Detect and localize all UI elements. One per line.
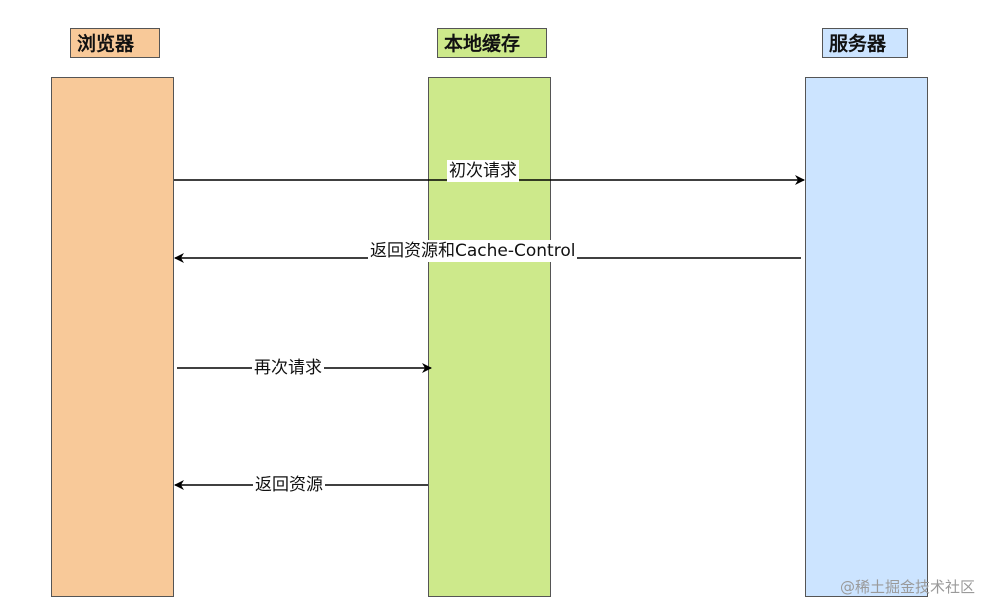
browser-lifeline bbox=[51, 77, 174, 597]
browser-title: 浏览器 bbox=[70, 28, 160, 58]
message-label-return-resource: 返回资源 bbox=[253, 474, 325, 496]
message-label-repeat-request: 再次请求 bbox=[252, 357, 324, 379]
server-title: 服务器 bbox=[822, 28, 908, 58]
watermark: @稀土掘金技术社区 bbox=[839, 578, 975, 596]
message-label-initial-request: 初次请求 bbox=[447, 160, 519, 182]
server-lifeline bbox=[805, 77, 928, 597]
local-cache-title: 本地缓存 bbox=[437, 28, 547, 58]
message-label-return-cache-control: 返回资源和Cache-Control bbox=[368, 240, 578, 262]
